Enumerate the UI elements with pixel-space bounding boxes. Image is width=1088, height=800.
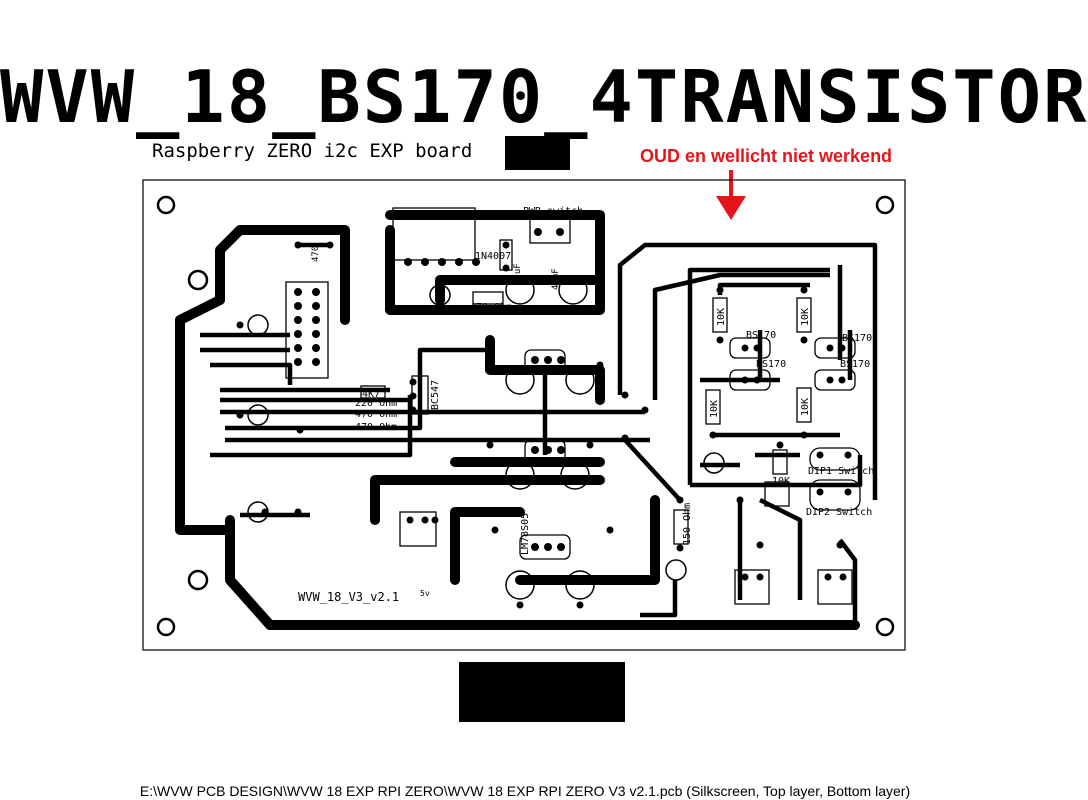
label-bs170-4: BS170 <box>840 359 870 370</box>
label-cap2: 47uF <box>551 268 561 290</box>
label-bs170-1: BS170 <box>746 330 776 341</box>
thick-traces <box>175 210 860 630</box>
label-r220: 220 Ohm <box>355 398 397 409</box>
silkscreen-outlines <box>285 207 861 605</box>
component-labels: PWR switch 1N4007 470 470 Ohm 47uF 47uF … <box>298 206 874 604</box>
board-outline <box>142 179 906 651</box>
board-version-label: WVW_18_V3_v2.1 <box>298 590 399 604</box>
label-r4k7: 4K7 <box>362 389 380 400</box>
label-r10k-1: 10K <box>716 308 727 326</box>
label-dip2: DIP2 Switch <box>806 507 872 518</box>
label-r470b: 470 Ohm <box>355 422 397 433</box>
label-r470-ohm: 470 Ohm <box>470 302 512 313</box>
mounting-holes <box>156 195 895 637</box>
black-marker-top <box>505 136 570 170</box>
label-cap1: 47uF <box>513 263 523 285</box>
label-bc547: BC547 <box>430 380 441 410</box>
page-title: WVW_18_BS170_4TRANSISTOR <box>0 55 1088 139</box>
label-dip1: DIP1 Switch <box>808 466 874 477</box>
label-pwr-switch: PWR switch <box>523 206 583 217</box>
label-diode: 1N4007 <box>475 251 511 262</box>
label-r10k-4: 10K <box>800 398 811 416</box>
label-r470-top: 470 <box>311 246 321 262</box>
label-bs170-2: BS170 <box>842 333 872 344</box>
medium-traces <box>200 242 878 630</box>
warning-arrow-icon <box>716 170 746 220</box>
black-marker-bottom <box>459 662 625 722</box>
pcb-layout: PWR switch 1N4007 470 470 Ohm 47uF 47uF … <box>142 170 906 651</box>
file-path-caption: E:\WVW PCB DESIGN\WVW 18 EXP RPI ZERO\WV… <box>139 783 911 799</box>
solder-pads <box>236 228 852 609</box>
label-lm78: LM78S05 <box>520 513 531 555</box>
label-r150: 150 Ohm <box>682 503 693 545</box>
capacitors <box>247 275 725 600</box>
label-bs170-3: BS170 <box>756 359 786 370</box>
label-r10k-5: 10K <box>772 476 790 487</box>
label-r10k-2: 10K <box>800 308 811 326</box>
board-version-superscript: 5v <box>420 589 430 598</box>
label-r470a: 470 Ohm <box>355 409 397 420</box>
label-r10k-3: 10K <box>709 400 720 418</box>
warning-label: OUD en wellicht niet werkend <box>640 146 893 166</box>
board-subtitle: Raspberry ZERO i2c EXP board <box>152 140 473 162</box>
